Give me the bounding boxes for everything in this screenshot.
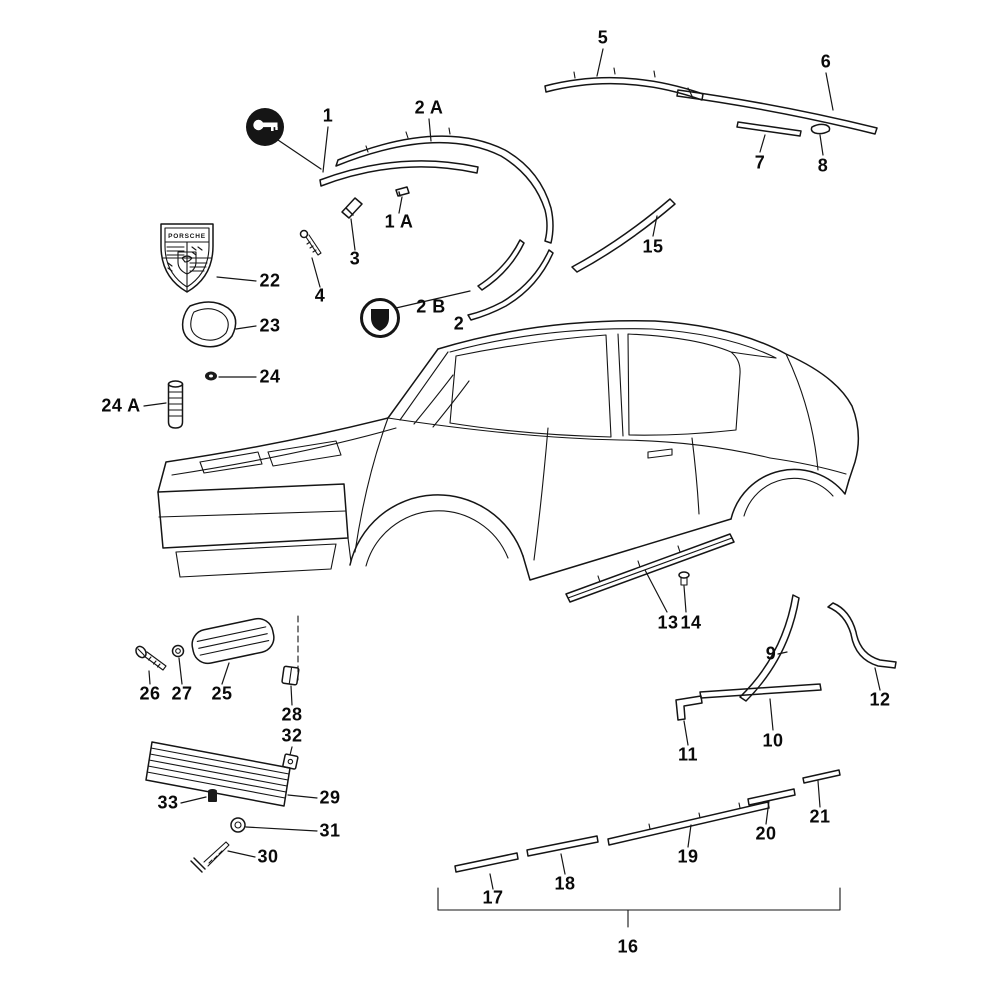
part-label-32: 32 (281, 725, 303, 746)
side-moulding-17 (454, 852, 519, 873)
part-label-2b: 2 B (416, 296, 446, 317)
part-label-19: 19 (677, 846, 699, 867)
quarter-trim-10 (699, 683, 822, 699)
corner-trim-11 (675, 695, 703, 721)
part-label-25: 25 (211, 683, 233, 704)
a-pillar-moulding-2b (477, 239, 525, 291)
grommet-24 (205, 371, 217, 381)
moulding-clip-1a (395, 186, 410, 197)
part-label-5: 5 (597, 27, 609, 48)
part-label-7: 7 (754, 152, 766, 173)
part-label-26: 26 (139, 683, 161, 704)
part-label-10: 10 (762, 730, 784, 751)
windshield-moulding-2a (335, 127, 554, 244)
span-bracket-16 (437, 887, 841, 928)
windshield-moulding-1 (319, 160, 479, 187)
side-moulding-18 (526, 835, 599, 857)
grommet-31 (230, 817, 246, 833)
roof-trim-strip-6 (676, 89, 878, 135)
crest-marker-icon (360, 298, 400, 338)
part-label-28: 28 (281, 704, 303, 725)
part-label-1: 1 (322, 105, 334, 126)
plug-33 (208, 789, 217, 802)
part-label-21: 21 (809, 806, 831, 827)
washer-nut-27 (171, 644, 185, 658)
clip-28 (281, 665, 300, 686)
part-label-24a: 24 A (101, 395, 141, 416)
part-label-11: 11 (677, 744, 699, 765)
drip-rail-strip-15 (571, 198, 676, 273)
crest-brand-text: PORSCHE (168, 233, 206, 240)
side-moulding-21 (802, 769, 841, 784)
part-label-12: 12 (869, 689, 891, 710)
louvered-vent-29 (145, 741, 291, 807)
side-moulding-20 (747, 788, 796, 806)
part-label-2: 2 (453, 313, 465, 334)
leader-lines (143, 48, 881, 890)
sill-strip-13 (565, 533, 735, 603)
screw-30 (190, 841, 230, 873)
part-label-8: 8 (817, 155, 829, 176)
moulding-clip-3 (341, 197, 363, 219)
roof-trim-strip-5 (544, 67, 704, 101)
trim-clip-8 (810, 123, 831, 135)
key-marker-icon (246, 108, 284, 146)
part-label-9: 9 (765, 643, 777, 664)
part-label-4: 4 (314, 285, 326, 306)
car-body-outline (157, 320, 860, 581)
part-label-20: 20 (755, 823, 777, 844)
part-label-30: 30 (257, 846, 279, 867)
porsche-crest-22: PORSCHE (160, 223, 214, 293)
part-label-23: 23 (259, 315, 281, 336)
side-moulding-19 (607, 801, 770, 846)
part-label-3: 3 (349, 248, 361, 269)
ribbed-pin-24a (167, 380, 184, 429)
part-label-2a: 2 A (414, 97, 444, 118)
part-label-31: 31 (319, 820, 341, 841)
part-label-22: 22 (259, 270, 281, 291)
quarter-trim-9 (739, 594, 800, 702)
rivet-screw-4 (299, 229, 322, 256)
part-label-29: 29 (319, 787, 341, 808)
part-label-1a: 1 A (384, 211, 414, 232)
part-label-16: 16 (617, 936, 639, 957)
quarter-trim-12 (827, 602, 897, 669)
part-label-15: 15 (642, 236, 664, 257)
part-label-27: 27 (171, 683, 193, 704)
part-label-18: 18 (554, 873, 576, 894)
part-label-24: 24 (259, 366, 281, 387)
part-label-6: 6 (820, 51, 832, 72)
screw-26 (135, 645, 167, 671)
part-label-17: 17 (482, 887, 504, 908)
part-label-13: 13 (657, 612, 679, 633)
roof-trim-strip-7 (736, 121, 802, 137)
front-grille-25 (191, 617, 275, 665)
part-label-14: 14 (680, 612, 702, 633)
crest-gasket-23 (181, 301, 237, 348)
part-label-33: 33 (157, 792, 179, 813)
sill-clip-14 (678, 571, 690, 586)
a-pillar-moulding-2 (467, 249, 554, 321)
